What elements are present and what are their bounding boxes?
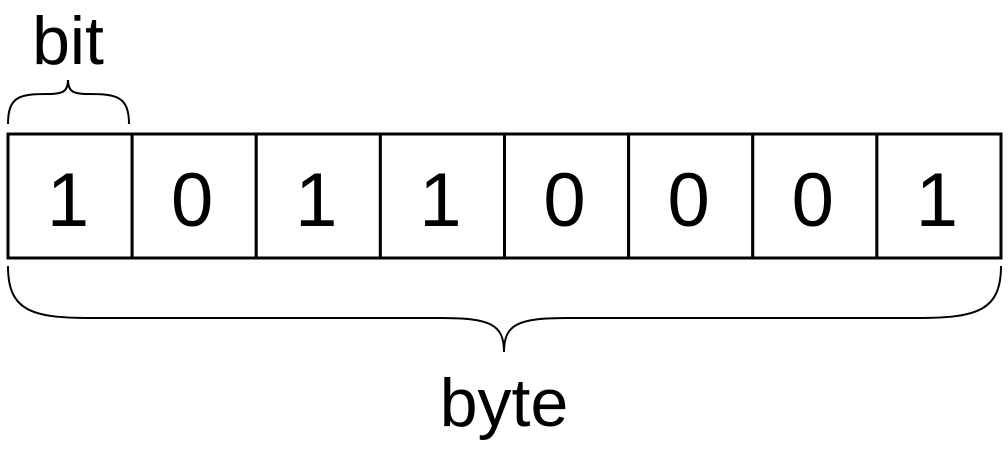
bit-value: 0 xyxy=(668,158,710,243)
bit-cell xyxy=(751,132,879,260)
bit-cell xyxy=(875,132,1003,260)
bit-cell xyxy=(6,132,134,260)
bit-cell xyxy=(254,132,382,260)
bit-value: 1 xyxy=(916,158,958,243)
bit-value: 1 xyxy=(419,158,461,243)
bit-cell xyxy=(503,132,631,260)
byte-brace xyxy=(7,265,1002,353)
bit-label: bit xyxy=(32,3,104,79)
bit-value: 1 xyxy=(295,158,337,243)
bit-value: 1 xyxy=(47,158,89,243)
bit-cell xyxy=(130,132,258,260)
bit-value: 0 xyxy=(792,158,834,243)
bit-value: 0 xyxy=(543,158,585,243)
bit-brace xyxy=(7,79,130,125)
bit-value: 0 xyxy=(171,158,213,243)
byte-label: byte xyxy=(440,365,569,441)
bit-cell xyxy=(627,132,755,260)
